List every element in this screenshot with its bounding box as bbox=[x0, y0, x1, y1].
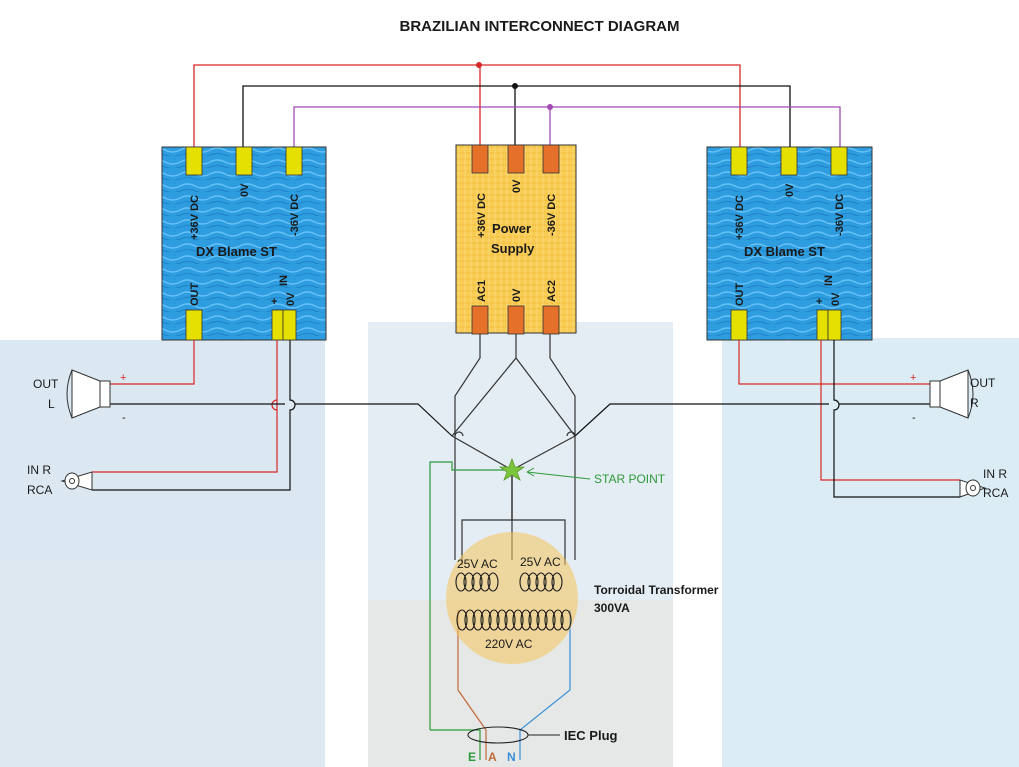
pin-left-minus36 bbox=[285, 146, 303, 176]
pin-label: IN bbox=[278, 275, 290, 286]
iec-plug-label: IEC Plug bbox=[564, 728, 618, 743]
pin-label: 0V bbox=[285, 292, 297, 306]
rca-right-label1: IN R bbox=[983, 467, 1007, 481]
pin-label: OUT bbox=[189, 283, 201, 307]
amp-right: +36V DC 0V -36V DC DX Blame ST OUT + 0V … bbox=[706, 146, 873, 341]
psu-name-line1: Power bbox=[492, 221, 531, 236]
speaker-left-icon bbox=[66, 369, 111, 419]
speaker-plus: + bbox=[910, 372, 916, 384]
secondary-right-label: 25V AC bbox=[520, 555, 561, 569]
psu-name-line2: Supply bbox=[491, 241, 535, 256]
pin-label: -36V DC bbox=[834, 194, 846, 236]
right-output-wiring bbox=[574, 340, 960, 498]
secondary-left-label: 25V AC bbox=[457, 557, 498, 571]
pin-label: +36V DC bbox=[189, 195, 201, 240]
speaker-left-label2: L bbox=[48, 397, 55, 411]
ac-wiring-jumps bbox=[454, 431, 576, 437]
pin-label: 0V bbox=[511, 288, 523, 302]
ac-wiring bbox=[451, 334, 576, 565]
pin-label: 0V bbox=[784, 183, 796, 197]
pin-label: AC2 bbox=[546, 280, 558, 302]
speaker-minus: - bbox=[122, 412, 126, 424]
amp-left: +36V DC 0V -36V DC DX Blame ST OUT + 0V … bbox=[161, 146, 327, 341]
amp-name: DX Blame ST bbox=[744, 244, 825, 259]
iec-pin-earth: E bbox=[468, 750, 476, 764]
mains-wiring bbox=[429, 461, 571, 760]
power-supply: +36V DC 0V -36V DC Power Supply AC1 0V A… bbox=[455, 144, 577, 335]
iec-pin-neutral: N bbox=[507, 750, 516, 764]
pin-label: + bbox=[816, 296, 822, 308]
transformer-rating: 300VA bbox=[594, 601, 630, 615]
secondary-right-coil bbox=[519, 572, 563, 592]
pin-label: -36V DC bbox=[546, 194, 558, 236]
pin-label: +36V DC bbox=[734, 195, 746, 240]
pin-label: -36V DC bbox=[289, 194, 301, 236]
speaker-plus: + bbox=[120, 372, 126, 384]
rca-left-icon bbox=[60, 471, 93, 491]
pin-left-0v bbox=[235, 146, 253, 176]
pin-label: 0V bbox=[511, 179, 523, 193]
speaker-left-label1: OUT bbox=[33, 377, 59, 391]
bus-wires bbox=[193, 62, 841, 148]
speaker-right-icon bbox=[929, 369, 974, 419]
pin-label: + bbox=[271, 296, 277, 308]
rca-left-label1: IN R bbox=[27, 463, 51, 477]
diagram-title: BRAZILIAN INTERCONNECT DIAGRAM bbox=[399, 18, 680, 35]
pin-label: +36V DC bbox=[476, 193, 488, 238]
secondary-left-coil bbox=[455, 572, 499, 592]
primary-coil bbox=[456, 609, 572, 631]
pin-label: OUT bbox=[734, 283, 746, 307]
speaker-minus: - bbox=[912, 412, 916, 424]
iec-plug-icon bbox=[467, 726, 560, 744]
rca-right-label2: RCA bbox=[983, 486, 1008, 500]
transformer-name: Torroidal Transformer bbox=[594, 583, 719, 597]
pin-left-in-0v bbox=[282, 309, 297, 341]
left-output-wiring bbox=[92, 340, 453, 491]
primary-label: 220V AC bbox=[485, 637, 533, 651]
pin-left-out bbox=[185, 309, 203, 341]
pin-label: IN bbox=[823, 275, 835, 286]
rca-right-icon bbox=[959, 479, 987, 498]
pin-left-in-plus bbox=[271, 309, 284, 341]
rca-left-label2: RCA bbox=[27, 483, 52, 497]
transformer bbox=[446, 532, 578, 664]
star-point-icon bbox=[498, 457, 591, 481]
iec-pin-active: A bbox=[488, 750, 497, 764]
star-point-label: STAR POINT bbox=[594, 472, 666, 486]
speaker-right-label2: R bbox=[970, 396, 979, 410]
pin-label: 0V bbox=[830, 292, 842, 306]
pin-left-plus36 bbox=[185, 146, 203, 176]
pin-label: AC1 bbox=[476, 280, 488, 302]
amp-name: DX Blame ST bbox=[196, 244, 277, 259]
pin-label: 0V bbox=[239, 183, 251, 197]
speaker-right-label1: OUT bbox=[970, 376, 996, 390]
